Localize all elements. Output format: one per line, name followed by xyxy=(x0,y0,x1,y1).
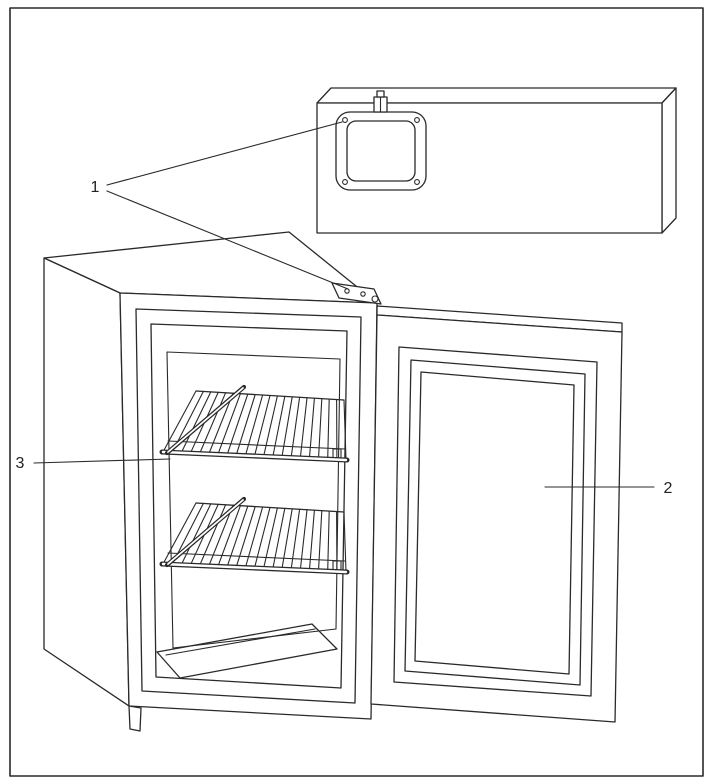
callout-1-label: 1 xyxy=(91,179,100,196)
screw-icon xyxy=(342,179,348,185)
door-gasket-inner xyxy=(404,359,586,686)
shelf-back-rod xyxy=(195,502,345,513)
hinge-cover-plate xyxy=(335,90,427,191)
hinge-hole xyxy=(360,291,366,297)
door-frame xyxy=(135,308,362,704)
cabinet-liner xyxy=(150,323,348,689)
wire-shelf-upper xyxy=(159,384,350,463)
callout-1-leader-bottom xyxy=(106,190,349,290)
shelf-wires xyxy=(162,390,347,461)
door-recessed-panel xyxy=(414,371,575,675)
callout-3: 3 xyxy=(16,455,171,472)
callout-3-label: 3 xyxy=(16,455,25,472)
bottom-panel-outline xyxy=(156,623,338,679)
door-inner-face xyxy=(370,314,623,723)
cabinet xyxy=(43,231,378,732)
shelf-wires xyxy=(162,502,347,573)
shelf-cross-wire xyxy=(167,552,346,562)
door xyxy=(370,305,623,723)
figure-border xyxy=(9,7,704,777)
cabinet-left-face xyxy=(43,257,130,707)
shelf-back-rod xyxy=(195,390,345,401)
screw-icon xyxy=(414,117,420,123)
cover-inner xyxy=(346,120,416,182)
bottom-panel xyxy=(156,623,338,679)
panel-front-face xyxy=(316,102,663,234)
artwork: 1 2 3 xyxy=(9,7,704,777)
callout-2: 2 xyxy=(544,480,673,497)
hinge-pin xyxy=(371,295,379,303)
shelf-cross-wire xyxy=(167,440,346,450)
wire-shelf-lower xyxy=(159,496,350,575)
door-gasket-outer xyxy=(393,346,598,697)
detail-view-top-panel xyxy=(316,87,677,234)
callout-2-label: 2 xyxy=(664,480,673,497)
screw-icon xyxy=(414,179,420,185)
bottom-panel-edge xyxy=(165,628,316,656)
panel-side-face xyxy=(661,87,677,234)
callout-1-leader-top xyxy=(106,121,343,186)
callout-1: 1 xyxy=(91,121,349,290)
panel-top-face xyxy=(316,87,677,104)
callout-3-leader xyxy=(33,458,171,464)
hinge-bracket-cap xyxy=(376,90,385,98)
door-hinge xyxy=(331,282,382,305)
hinge-plate xyxy=(331,282,382,305)
leveling-foot xyxy=(128,705,142,732)
screw-icon xyxy=(342,117,348,123)
